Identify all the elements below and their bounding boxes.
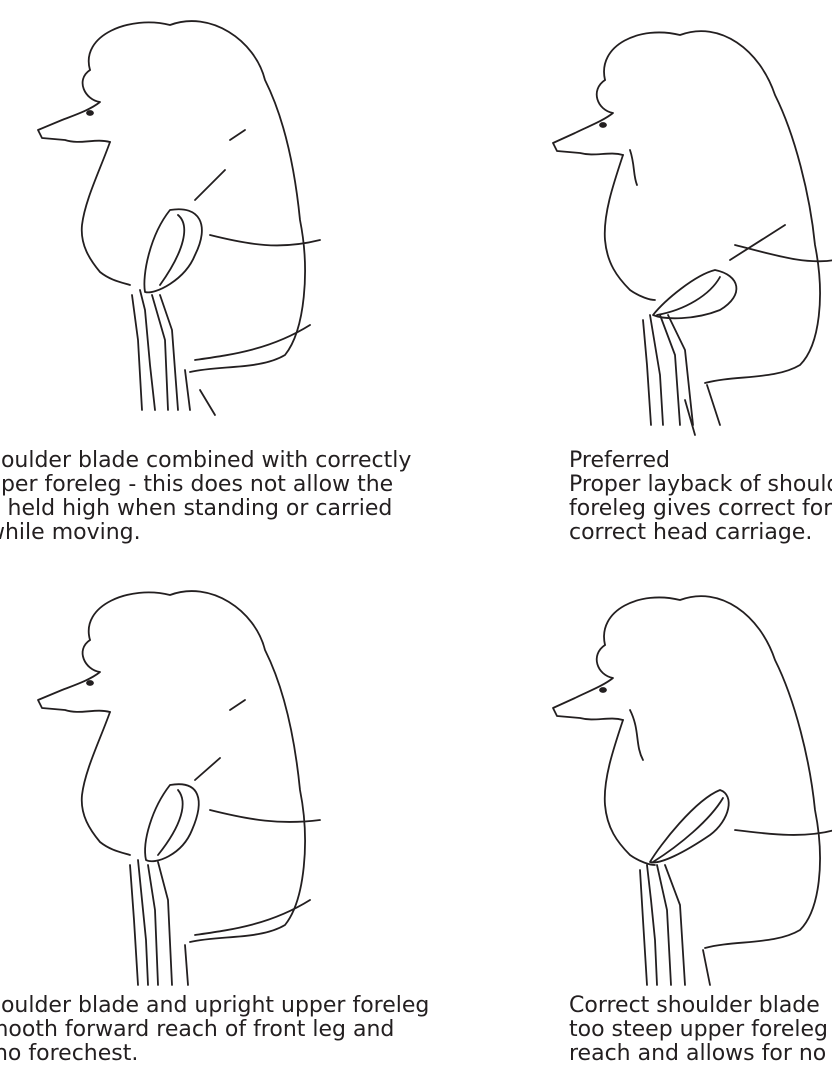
caption-steep-shoulder-upright-foreleg: houlder blade and upright upper foreleg … <box>0 994 429 1066</box>
caption-correct-shoulder-steep-foreleg: Correct shoulder blade too steep upper f… <box>569 994 828 1066</box>
poodle-illustration-steep-shoulder-correct-foreleg <box>20 10 350 430</box>
caption-steep-shoulder-correct-foreleg: houlder blade combined with correctly pp… <box>0 449 411 545</box>
caption-line: Correct shoulder blade <box>569 994 828 1018</box>
poodle-illustration-preferred <box>535 15 832 445</box>
caption-heading: Preferred <box>569 449 832 473</box>
caption-line: too steep upper foreleg <box>569 1018 828 1042</box>
caption-line: no forechest. <box>0 1042 429 1066</box>
caption-line: foreleg gives correct for <box>569 497 832 521</box>
poodle-illustration-steep-shoulder-upright-foreleg <box>20 580 350 1000</box>
poodle-illustration-correct-shoulder-steep-foreleg <box>535 580 832 1000</box>
caption-line: mooth forward reach of front leg and <box>0 1018 429 1042</box>
caption-line: reach and allows for no <box>569 1042 828 1066</box>
caption-preferred: Preferred Proper layback of shoulde fore… <box>569 449 832 545</box>
caption-line: e held high when standing or carried <box>0 497 411 521</box>
caption-line: while moving. <box>0 521 411 545</box>
caption-line: pper foreleg - this does not allow the <box>0 473 411 497</box>
caption-line: correct head carriage. <box>569 521 832 545</box>
caption-line: Proper layback of shoulde <box>569 473 832 497</box>
caption-line: houlder blade and upright upper foreleg <box>0 994 429 1018</box>
caption-line: houlder blade combined with correctly <box>0 449 411 473</box>
